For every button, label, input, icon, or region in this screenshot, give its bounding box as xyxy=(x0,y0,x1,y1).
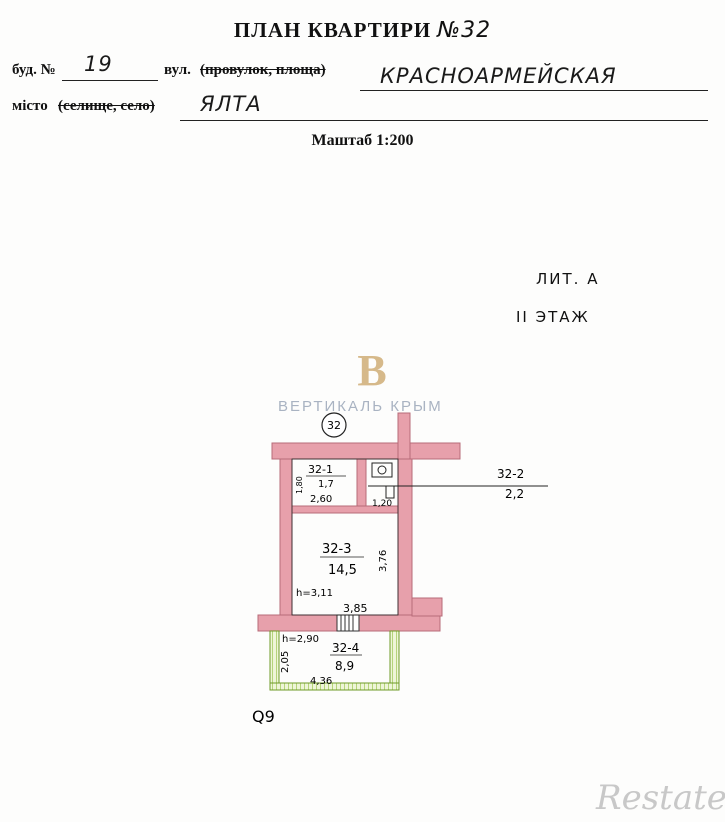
room-32-2-width: 1,20 xyxy=(372,499,392,509)
building-underline xyxy=(62,80,158,81)
room-32-4-width: 4,36 xyxy=(310,676,332,687)
watermark-brand: ВЕРТИКАЛЬ КРЫМ xyxy=(278,398,443,415)
room-32-2-id: 32-2 xyxy=(497,467,524,481)
room-32-4-id: 32-4 xyxy=(332,641,359,655)
city-value: ЯЛТА xyxy=(200,92,262,116)
room-32-4-ceiling: h=2,90 xyxy=(282,634,319,645)
street-struck: (провулок, площа) xyxy=(200,62,326,78)
room-32-3-area: 14,5 xyxy=(328,563,357,578)
floor-label: II ЭТАЖ xyxy=(516,308,590,326)
street-label: вул. xyxy=(164,62,191,78)
city-label: місто xyxy=(12,98,48,114)
wall-partition xyxy=(356,458,367,507)
room-32-3-width: 3,85 xyxy=(343,602,368,615)
room-32-2-area: 2,2 xyxy=(505,487,524,501)
wall-top xyxy=(271,442,461,460)
apartment-number: №32 xyxy=(437,18,492,43)
watermark-logo: B xyxy=(357,346,387,395)
compass-mark: Q9 xyxy=(252,707,275,726)
apartment-circle-label: 32 xyxy=(327,419,341,432)
room-32-3-ceiling: h=3,11 xyxy=(296,588,333,599)
room-32-1-height: 1,80 xyxy=(295,476,304,494)
city-underline xyxy=(180,120,708,121)
room-32-1-width: 2,60 xyxy=(310,494,332,505)
room-32-1-area: 1,7 xyxy=(318,479,334,490)
room-32-3-id: 32-3 xyxy=(322,542,352,557)
room-32-1-id: 32-1 xyxy=(308,463,333,476)
wall-stub-right xyxy=(411,597,443,617)
room-32-4-area: 8,9 xyxy=(335,659,354,673)
wall-riser xyxy=(397,412,411,460)
wall-left xyxy=(279,458,293,618)
building-value: 19 xyxy=(84,52,113,76)
scale-label: Маштаб 1:200 xyxy=(311,132,414,149)
apartment-circle xyxy=(321,412,347,438)
city-struck: (селище, село) xyxy=(58,98,155,114)
street-value: КРАСНОАРМЕЙСКАЯ xyxy=(380,64,617,88)
room-32-3-height: 3,76 xyxy=(378,550,389,572)
wc-fixtures xyxy=(371,462,395,499)
lit-label: ЛИТ. А xyxy=(536,270,600,288)
title-text: ПЛАН КВАРТИРИ xyxy=(233,18,432,42)
loggia-walls xyxy=(269,630,400,691)
room-32-4-height: 2,05 xyxy=(280,651,291,673)
door-steps xyxy=(336,614,360,632)
building-label: буд. № xyxy=(12,62,56,78)
street-underline xyxy=(360,90,708,91)
wall-right xyxy=(397,458,413,618)
walls xyxy=(257,412,461,632)
watermark-site: Restate xyxy=(596,778,725,818)
